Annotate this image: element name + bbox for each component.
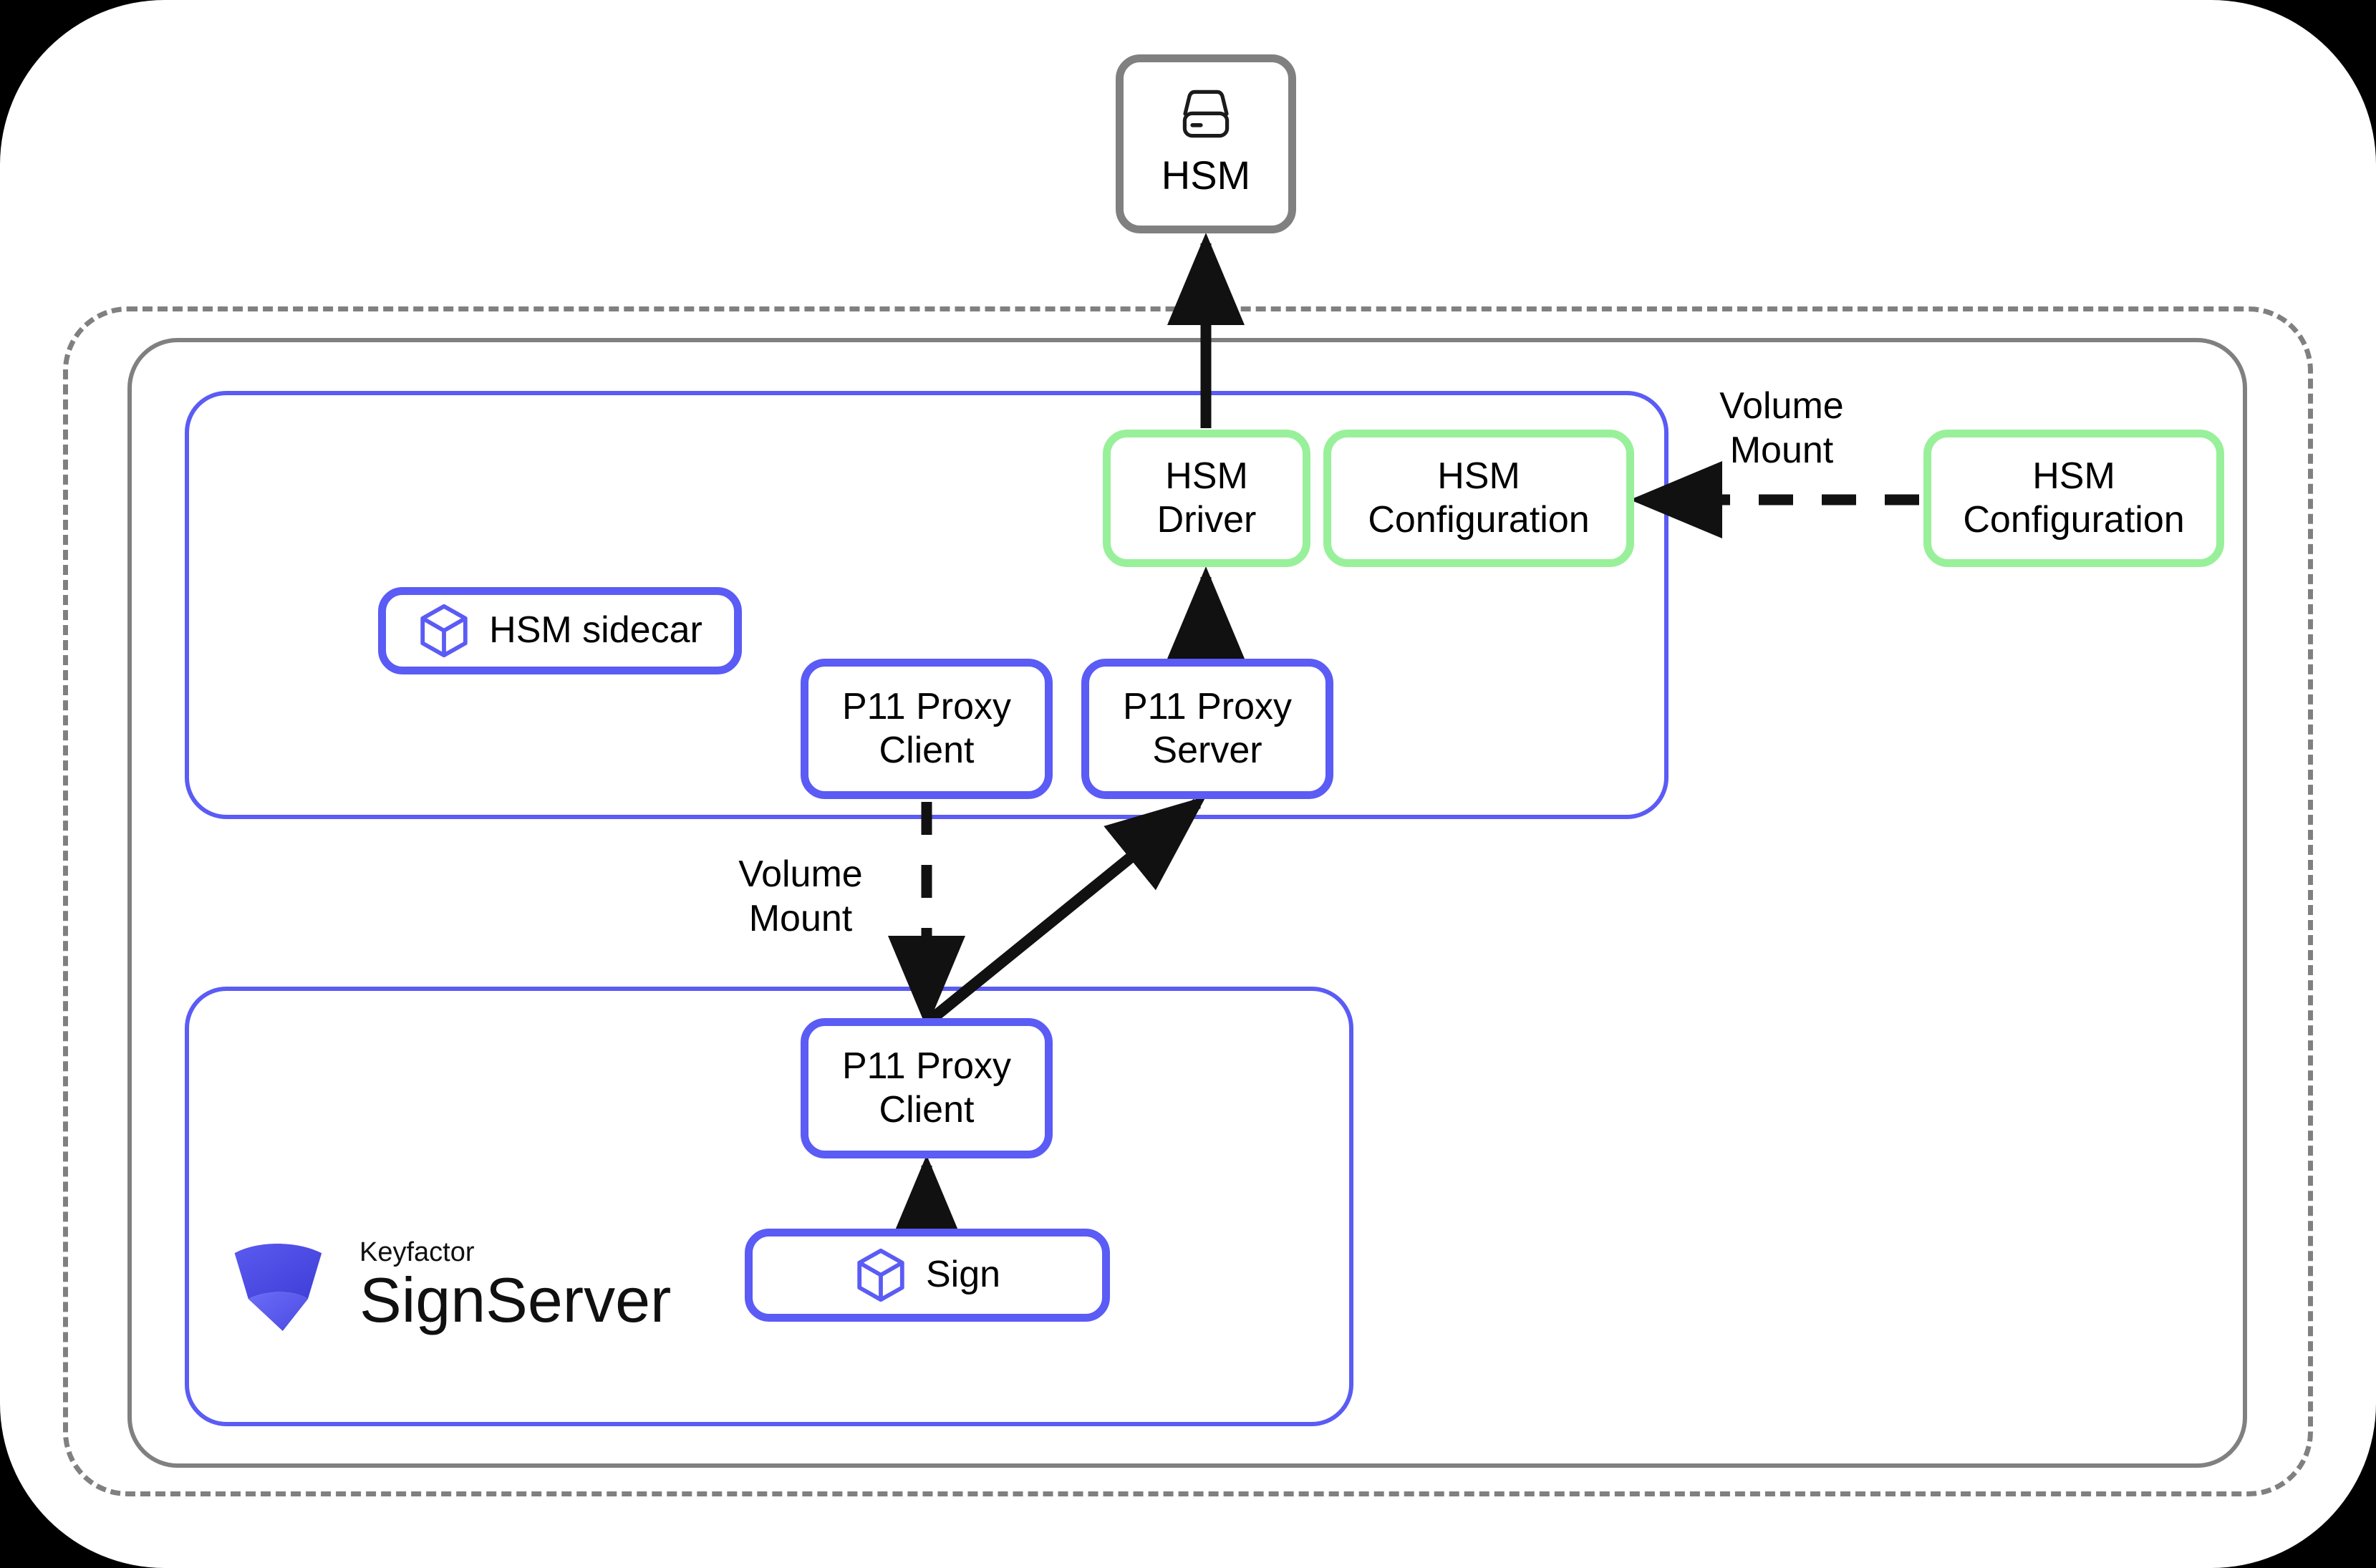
cube-icon	[854, 1247, 907, 1303]
node-hsm-configuration-inner-label: HSM Configuration	[1368, 455, 1590, 541]
signserver-product-label: SignServer	[359, 1264, 672, 1335]
node-hsm-label: HSM	[1161, 152, 1251, 198]
node-hsm-sidecar-tag-label: HSM sidecar	[489, 609, 702, 652]
node-hsm-configuration-outer[interactable]: HSM Configuration	[1923, 430, 2224, 567]
keyfactor-fan-mark-icon	[228, 1228, 342, 1342]
keyfactor-brand-label: Keyfactor	[359, 1237, 475, 1267]
edge-label-volume-mount-right: Volume Mount	[1719, 385, 1844, 472]
node-hsm-driver[interactable]: HSM Driver	[1103, 430, 1310, 567]
node-hsm-configuration-outer-label: HSM Configuration	[1963, 455, 2185, 541]
node-hsm-driver-label: HSM Driver	[1156, 455, 1257, 541]
node-p11-proxy-server[interactable]: P11 Proxy Server	[1081, 659, 1333, 799]
node-p11-proxy-client-top-label: P11 Proxy Client	[841, 685, 1012, 771]
node-p11-proxy-client-bottom-label: P11 Proxy Client	[841, 1045, 1012, 1131]
node-p11-proxy-client-top[interactable]: P11 Proxy Client	[801, 659, 1053, 799]
node-sign[interactable]: Sign	[745, 1229, 1110, 1322]
node-hsm-configuration-inner[interactable]: HSM Configuration	[1323, 430, 1634, 567]
cube-icon	[417, 603, 470, 659]
hard-drive-icon	[1176, 89, 1236, 142]
node-hsm[interactable]: HSM	[1116, 54, 1296, 233]
node-p11-proxy-server-label: P11 Proxy Server	[1122, 685, 1293, 771]
signserver-wordmark: Keyfactor SignServer	[359, 1239, 671, 1332]
node-hsm-sidecar-tag[interactable]: HSM sidecar	[378, 587, 742, 674]
signserver-container	[185, 987, 1353, 1426]
keyfactor-signserver-logo: Keyfactor SignServer	[228, 1217, 715, 1353]
node-sign-label: Sign	[925, 1254, 1001, 1296]
pod-boundary	[127, 338, 2247, 1468]
node-p11-proxy-client-bottom[interactable]: P11 Proxy Client	[801, 1018, 1053, 1158]
edge-label-volume-mount-left: Volume Mount	[738, 853, 863, 940]
